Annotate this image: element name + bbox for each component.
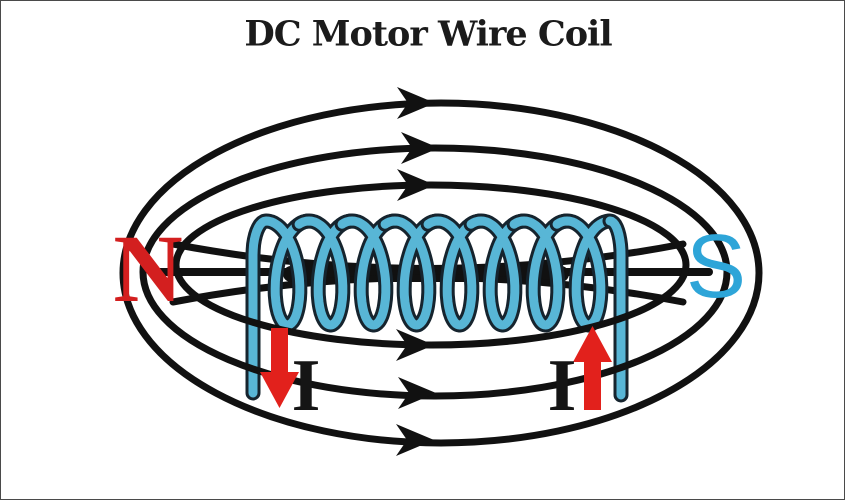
arrowhead-right-icon — [398, 377, 436, 409]
south-pole-label: S — [685, 217, 747, 317]
current-arrow-up-icon — [573, 326, 612, 410]
current-label-right: I — [547, 345, 577, 427]
north-pole-label: N — [113, 215, 183, 322]
current-arrows — [260, 326, 612, 410]
coil-turn — [466, 216, 527, 330]
arrowhead-right-icon — [397, 169, 435, 201]
coil-turn — [294, 216, 355, 330]
field-line-outer-top — [119, 99, 763, 274]
current-label-left: I — [291, 345, 321, 427]
field-arrowheads-bottom — [396, 329, 436, 456]
field-line-middle-bottom — [139, 271, 731, 400]
diagram-title: DC Motor Wire Coil — [244, 13, 612, 55]
coil-turn — [605, 216, 626, 400]
coil-turn — [248, 216, 312, 398]
arrowhead-right-icon — [401, 132, 439, 164]
arrowhead-right-icon — [397, 87, 435, 119]
arrowhead-right-icon — [396, 424, 434, 456]
coil-turn — [423, 216, 484, 330]
coil-turn — [509, 216, 570, 330]
coil-turn — [380, 216, 441, 330]
field-arrowheads-top — [397, 87, 439, 201]
current-arrow-down-icon — [260, 328, 299, 408]
field-line-outer-bottom — [119, 272, 763, 447]
coil-turn — [337, 216, 398, 330]
arrowhead-right-icon — [396, 329, 434, 361]
